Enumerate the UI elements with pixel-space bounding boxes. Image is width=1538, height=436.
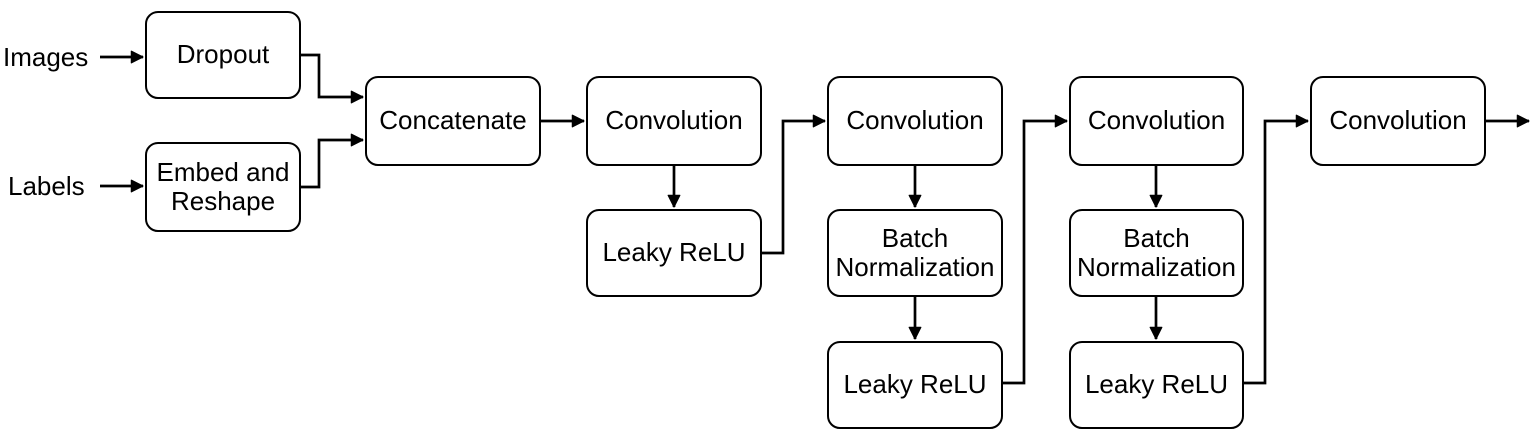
edge-leakyrelu2-convolution3: [1003, 114, 1068, 385]
node-leaky-relu-1: Leaky ReLU: [586, 209, 762, 297]
node-batch-normalization-2: Batch Normalization: [1069, 209, 1244, 297]
node-convolution-1: Convolution: [586, 76, 762, 166]
node-concatenate: Concatenate: [365, 76, 541, 166]
node-convolution-4: Convolution: [1310, 76, 1486, 166]
edge-leakyrelu1-convolution2: [762, 114, 826, 255]
node-batch-normalization-1: Batch Normalization: [827, 209, 1003, 297]
input-label-images: Images: [3, 42, 89, 72]
edge-dropout-concatenate: [301, 53, 364, 104]
input-label-labels: Labels: [8, 171, 85, 201]
edge-embed-concatenate: [301, 133, 364, 189]
node-dropout: Dropout: [145, 11, 301, 99]
node-leaky-relu-2: Leaky ReLU: [827, 341, 1003, 429]
edge-leakyrelu3-convolution4: [1244, 114, 1309, 385]
node-convolution-3: Convolution: [1069, 76, 1244, 166]
node-leaky-relu-3: Leaky ReLU: [1069, 341, 1244, 429]
node-embed-and-reshape: Embed and Reshape: [145, 142, 301, 232]
node-convolution-2: Convolution: [827, 76, 1003, 166]
